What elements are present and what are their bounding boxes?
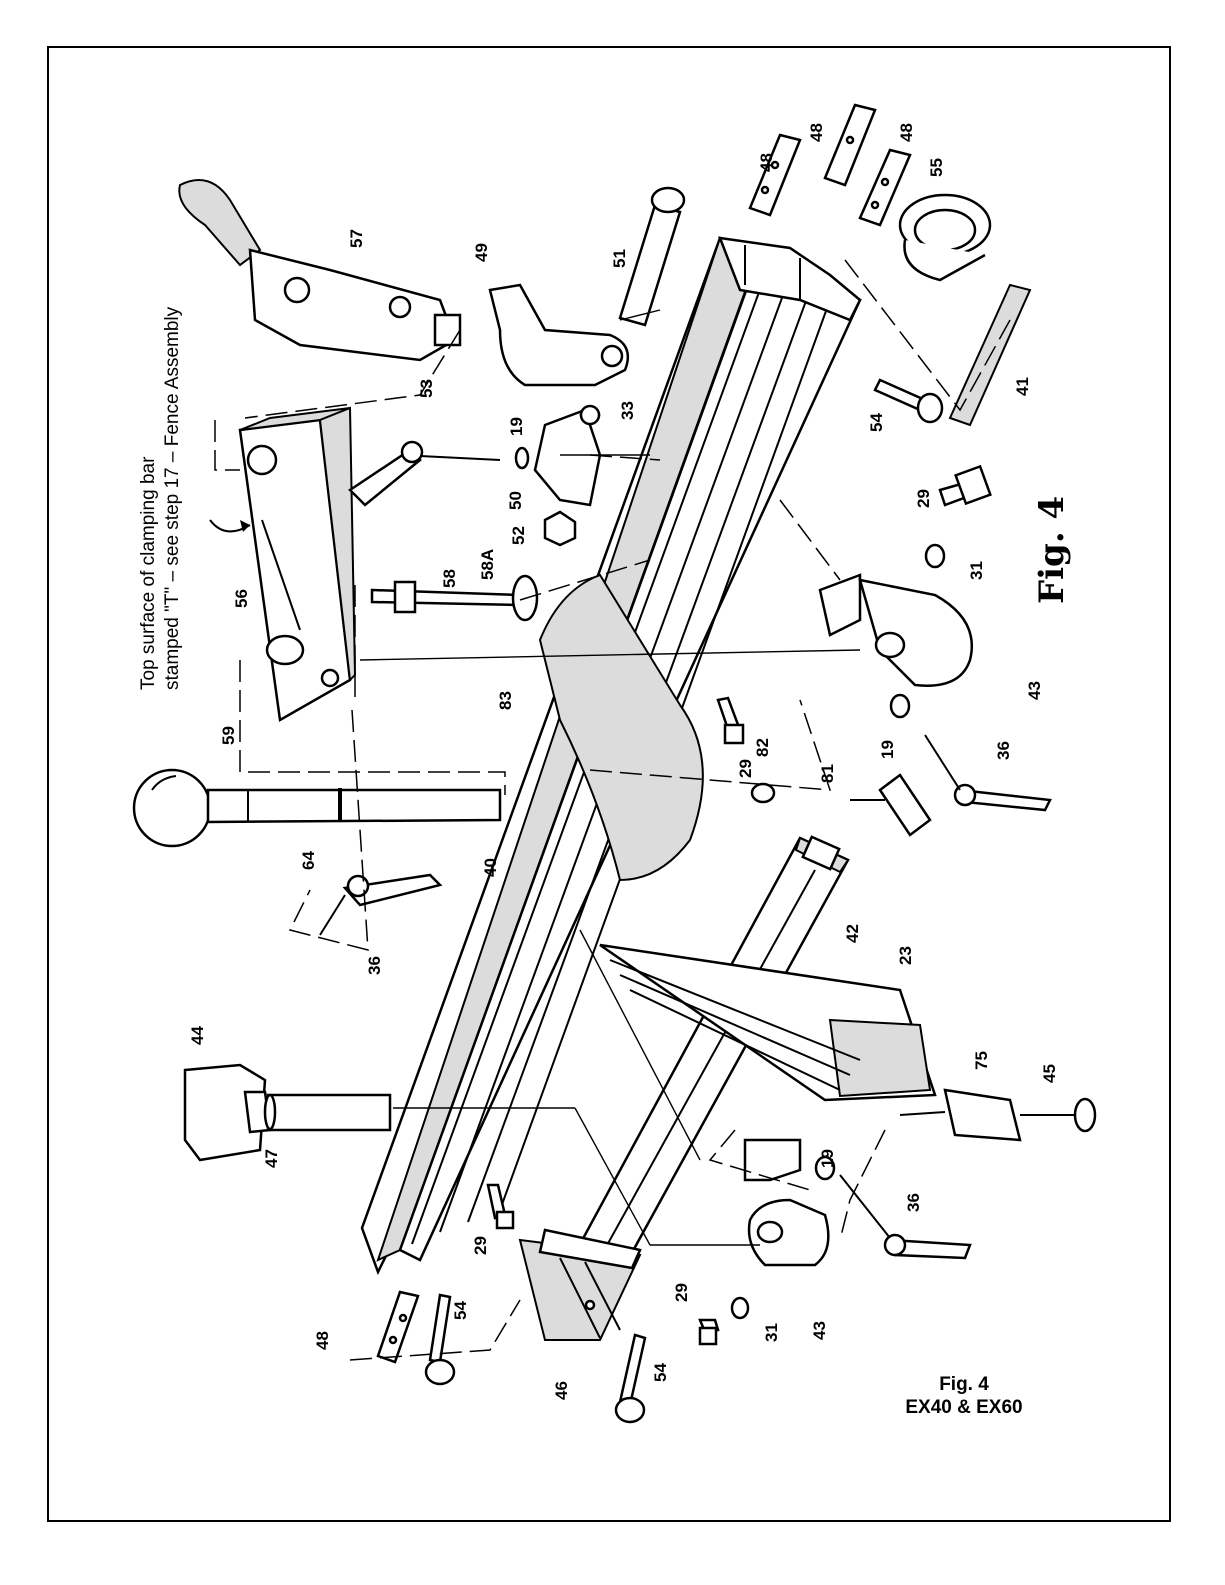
- plate-48-d: [378, 1292, 418, 1362]
- callout-54: 54: [451, 1301, 470, 1320]
- callout-54: 54: [651, 1363, 670, 1382]
- callout-43: 43: [1025, 681, 1044, 700]
- callout-83: 83: [496, 691, 515, 710]
- callout-58: 58: [440, 569, 459, 588]
- callout-52: 52: [509, 526, 528, 545]
- callout-48: 48: [313, 1331, 332, 1350]
- screw-29-right: [940, 466, 990, 505]
- screw-54-mid: [426, 1295, 454, 1384]
- nut-52: [545, 512, 575, 545]
- callout-47: 47: [262, 1149, 281, 1168]
- bolt-51: [620, 188, 684, 325]
- callout-51: 51: [610, 249, 629, 268]
- washer-31-bottom: [732, 1298, 748, 1318]
- washer-19-mid: [891, 695, 909, 717]
- callout-36: 36: [994, 741, 1013, 760]
- callout-50: 50: [506, 491, 525, 510]
- callout-19: 19: [878, 740, 897, 759]
- callout-33: 33: [618, 401, 637, 420]
- figure-title-rotated: Fig. 4: [1032, 496, 1072, 604]
- figure-title-text: Fig. 4: [1032, 496, 1072, 604]
- callout-29: 29: [914, 489, 933, 508]
- note-line-2: stamped "T" – see step 17 – Fence Assemb…: [162, 306, 183, 690]
- callout-45: 45: [1040, 1064, 1059, 1083]
- lever-53: [350, 442, 500, 505]
- callout-75: 75: [972, 1051, 991, 1070]
- callout-29: 29: [672, 1283, 691, 1302]
- callout-81: 81: [818, 764, 837, 783]
- knob-44: [185, 1065, 390, 1160]
- end-cap-46: [520, 1230, 640, 1340]
- lever-49: [490, 285, 628, 385]
- bracket-43-top: [820, 575, 972, 686]
- clamping-bar-56: [240, 408, 355, 720]
- washer-19-top: [516, 448, 528, 468]
- callout-82: 82: [753, 738, 772, 757]
- callout-46: 46: [552, 1381, 571, 1400]
- callout-23: 23: [896, 946, 915, 965]
- callout-49: 49: [472, 243, 491, 262]
- callout-55: 55: [927, 158, 946, 177]
- figure-caption: Fig. 4 EX40 & EX60: [905, 1374, 1022, 1418]
- screw-54-bottom: [616, 1335, 645, 1422]
- callout-29: 29: [736, 759, 755, 778]
- washer-31-top: [926, 545, 944, 567]
- washer-33: [581, 406, 599, 424]
- screw-29-bottom: [700, 1320, 718, 1344]
- callout-36: 36: [904, 1193, 923, 1212]
- callout-31: 31: [967, 561, 986, 580]
- bracket-75: [900, 1090, 1095, 1140]
- bracket-43-bottom: [745, 1140, 828, 1265]
- plate-48-a: [750, 135, 800, 215]
- callout-64: 64: [299, 851, 318, 870]
- callout-40: 40: [481, 858, 500, 877]
- callout-58A: 58A: [478, 549, 497, 580]
- callout-57: 57: [347, 229, 366, 248]
- washer-82: [752, 784, 774, 802]
- callout-53: 53: [417, 379, 436, 398]
- caption-line-1: Fig. 4: [939, 1374, 989, 1395]
- callout-48: 48: [897, 123, 916, 142]
- knob-81: [850, 775, 930, 835]
- callout-19: 19: [507, 417, 526, 436]
- screw-29-left: [488, 1185, 513, 1228]
- lever-36-left: [320, 875, 440, 935]
- plate-48-b: [825, 105, 875, 185]
- screw-29-center: [718, 698, 743, 743]
- handle-59: [134, 770, 500, 846]
- collar-55: [900, 195, 990, 280]
- clamping-bar-note: Top surface of clamping bar stamped "T" …: [138, 306, 183, 690]
- callout-54: 54: [867, 413, 886, 432]
- lever-36-bottom: [840, 1175, 970, 1258]
- toggle-clamp-57: [179, 180, 460, 360]
- lever-36-mid: [925, 735, 1050, 810]
- callout-29: 29: [471, 1236, 490, 1255]
- callout-36: 36: [365, 956, 384, 975]
- callout-56: 56: [232, 589, 251, 608]
- callout-59: 59: [219, 726, 238, 745]
- callout-48: 48: [757, 153, 776, 172]
- callout-44: 44: [188, 1026, 207, 1045]
- callout-42: 42: [843, 924, 862, 943]
- caption-line-2: EX40 & EX60: [905, 1397, 1022, 1418]
- callout-19: 19: [818, 1149, 837, 1168]
- callout-48: 48: [807, 123, 826, 142]
- callout-41: 41: [1013, 377, 1032, 396]
- callout-31: 31: [762, 1323, 781, 1342]
- callout-43: 43: [810, 1321, 829, 1340]
- note-line-1: Top surface of clamping bar: [138, 456, 159, 690]
